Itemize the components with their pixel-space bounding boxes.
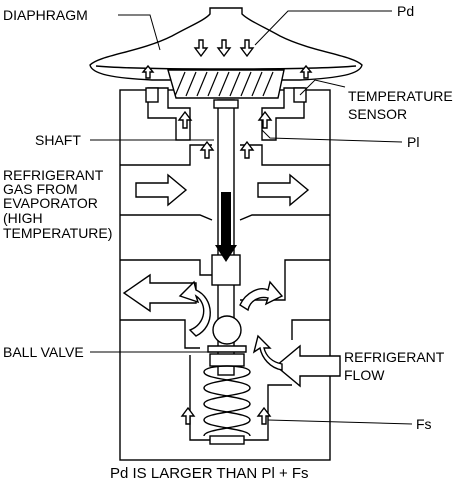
- spring: [203, 353, 251, 445]
- label-temperature-sensor-line2: SENSOR: [348, 106, 407, 122]
- label-refrigerant-gas-line3: EVAPORATOR: [3, 195, 98, 211]
- label-ball-valve: BALL VALVE: [3, 344, 84, 360]
- curved-flow-arrows: [178, 280, 284, 337]
- label-refrigerant-gas-line1: REFRIGERANT: [3, 167, 104, 183]
- label-fs: Fs: [416, 416, 432, 432]
- label-temperature-sensor-line1: TEMPERATURE: [348, 88, 453, 104]
- shaft-force-arrow: [215, 192, 237, 262]
- label-refrigerant-gas-line2: GAS FROM: [3, 181, 78, 197]
- pd-pressure-arrows: [193, 39, 255, 58]
- pl-pressure-arrows: [177, 110, 273, 159]
- label-refrigerant-flow-line2: FLOW: [344, 367, 385, 383]
- label-pd: Pd: [397, 3, 414, 19]
- refrigerant-flow-arrow: [274, 344, 341, 388]
- inlet-curve-arrow: [252, 334, 283, 371]
- label-refrigerant-gas-line5: TEMPERATURE): [3, 225, 112, 241]
- diaphragm-up-arrows: [141, 64, 313, 79]
- ball-valve: [207, 315, 247, 353]
- label-pl: Pl: [407, 134, 419, 150]
- label-diaphragm: DIAPHRAGM: [3, 7, 88, 23]
- leader-lines: [90, 10, 413, 425]
- fs-force-arrows: [180, 406, 272, 425]
- label-refrigerant-flow-line1: REFRIGERANT: [344, 349, 445, 365]
- label-shaft: SHAFT: [35, 132, 81, 148]
- gas-flow-arrows: [135, 173, 310, 207]
- label-refrigerant-gas-line4: (HIGH: [3, 210, 43, 226]
- diagram-caption: Pd IS LARGER THAN Pl + Fs: [110, 465, 309, 482]
- outlet-flow-arrow: [122, 273, 197, 313]
